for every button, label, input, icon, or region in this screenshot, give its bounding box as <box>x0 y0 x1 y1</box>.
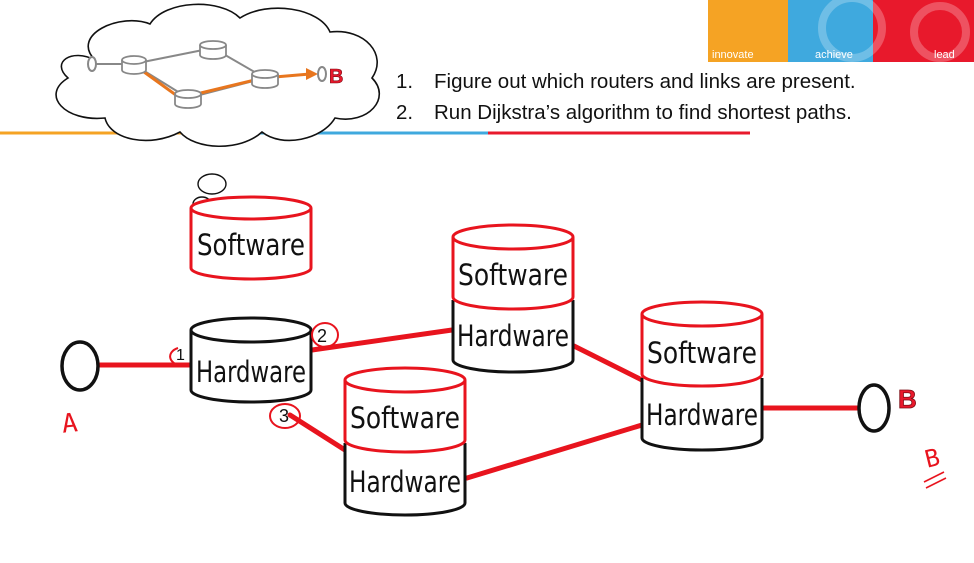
router-1-hardware: Hardware <box>189 316 313 404</box>
port-3-label: 3 <box>279 406 289 426</box>
router-3-software: Software <box>343 366 467 454</box>
router-2-hardware-label: Hardware <box>457 319 569 353</box>
router-1-software-label: Software <box>197 228 305 262</box>
step-2: 2. Run Dijkstra’s algorithm to find short… <box>396 97 856 128</box>
step-1: 1. Figure out which routers and links are… <box>396 66 856 97</box>
brand-word-achieve: achieve <box>815 49 853 61</box>
host-b-label: B <box>898 384 917 414</box>
host-a <box>60 340 100 392</box>
thought-bubble-large <box>197 173 227 195</box>
step-list: 1. Figure out which routers and links are… <box>396 66 856 128</box>
port-3: 3 <box>269 403 301 429</box>
link-r3-r4 <box>464 422 645 481</box>
handwritten-underline <box>923 471 947 489</box>
step-2-number: 2. <box>396 101 414 124</box>
step-1-number: 1. <box>396 70 414 93</box>
brand-word-innovate: innovate <box>712 49 754 61</box>
host-b <box>857 383 891 433</box>
brand-block-blue <box>788 0 873 62</box>
mini-host-b-label: B <box>329 66 343 88</box>
port-2-label: 2 <box>317 326 327 346</box>
brand-block-red <box>873 0 974 62</box>
router-3: Software Hardware <box>343 366 467 517</box>
router-4: Software Hardware <box>640 300 764 452</box>
link-r1-r2 <box>309 327 455 353</box>
host-b-handwritten-label: B <box>922 443 943 474</box>
brand-logo: innovate achieve lead <box>708 0 974 62</box>
router-4-software-label: Software <box>647 336 757 370</box>
router-2-software: Software <box>451 223 575 311</box>
port-2: 2 <box>311 322 339 348</box>
mini-router-3 <box>174 89 202 109</box>
thought-cloud: B <box>55 3 380 221</box>
mini-host-a <box>87 56 97 72</box>
step-2-text: Run Dijkstra’s algorithm to find shortes… <box>434 101 852 124</box>
router-3-hardware-label: Hardware <box>349 465 461 499</box>
link-r2-r4 <box>571 343 645 383</box>
brand-block-orange <box>708 0 788 62</box>
mini-router-2 <box>199 40 227 60</box>
mini-router-1 <box>121 55 147 75</box>
router-2-software-label: Software <box>458 258 568 292</box>
router-1-software: Software <box>189 195 313 281</box>
mini-router-4 <box>251 69 279 89</box>
host-a-handwritten-label: A <box>60 408 79 440</box>
shortest-path-arrow <box>132 62 311 100</box>
router-2: Software Hardware <box>451 223 575 374</box>
router-3-software-label: Software <box>350 401 460 435</box>
port-1: 1 <box>169 347 185 367</box>
router-1-hardware-label: Hardware <box>196 355 306 389</box>
router-4-software: Software <box>640 300 764 388</box>
router-4-hardware-label: Hardware <box>646 398 758 432</box>
step-1-text: Figure out which routers and links are p… <box>434 70 856 93</box>
port-1-label: 1 <box>176 347 185 364</box>
brand-word-lead: lead <box>934 49 955 61</box>
mini-host-b <box>317 66 327 82</box>
